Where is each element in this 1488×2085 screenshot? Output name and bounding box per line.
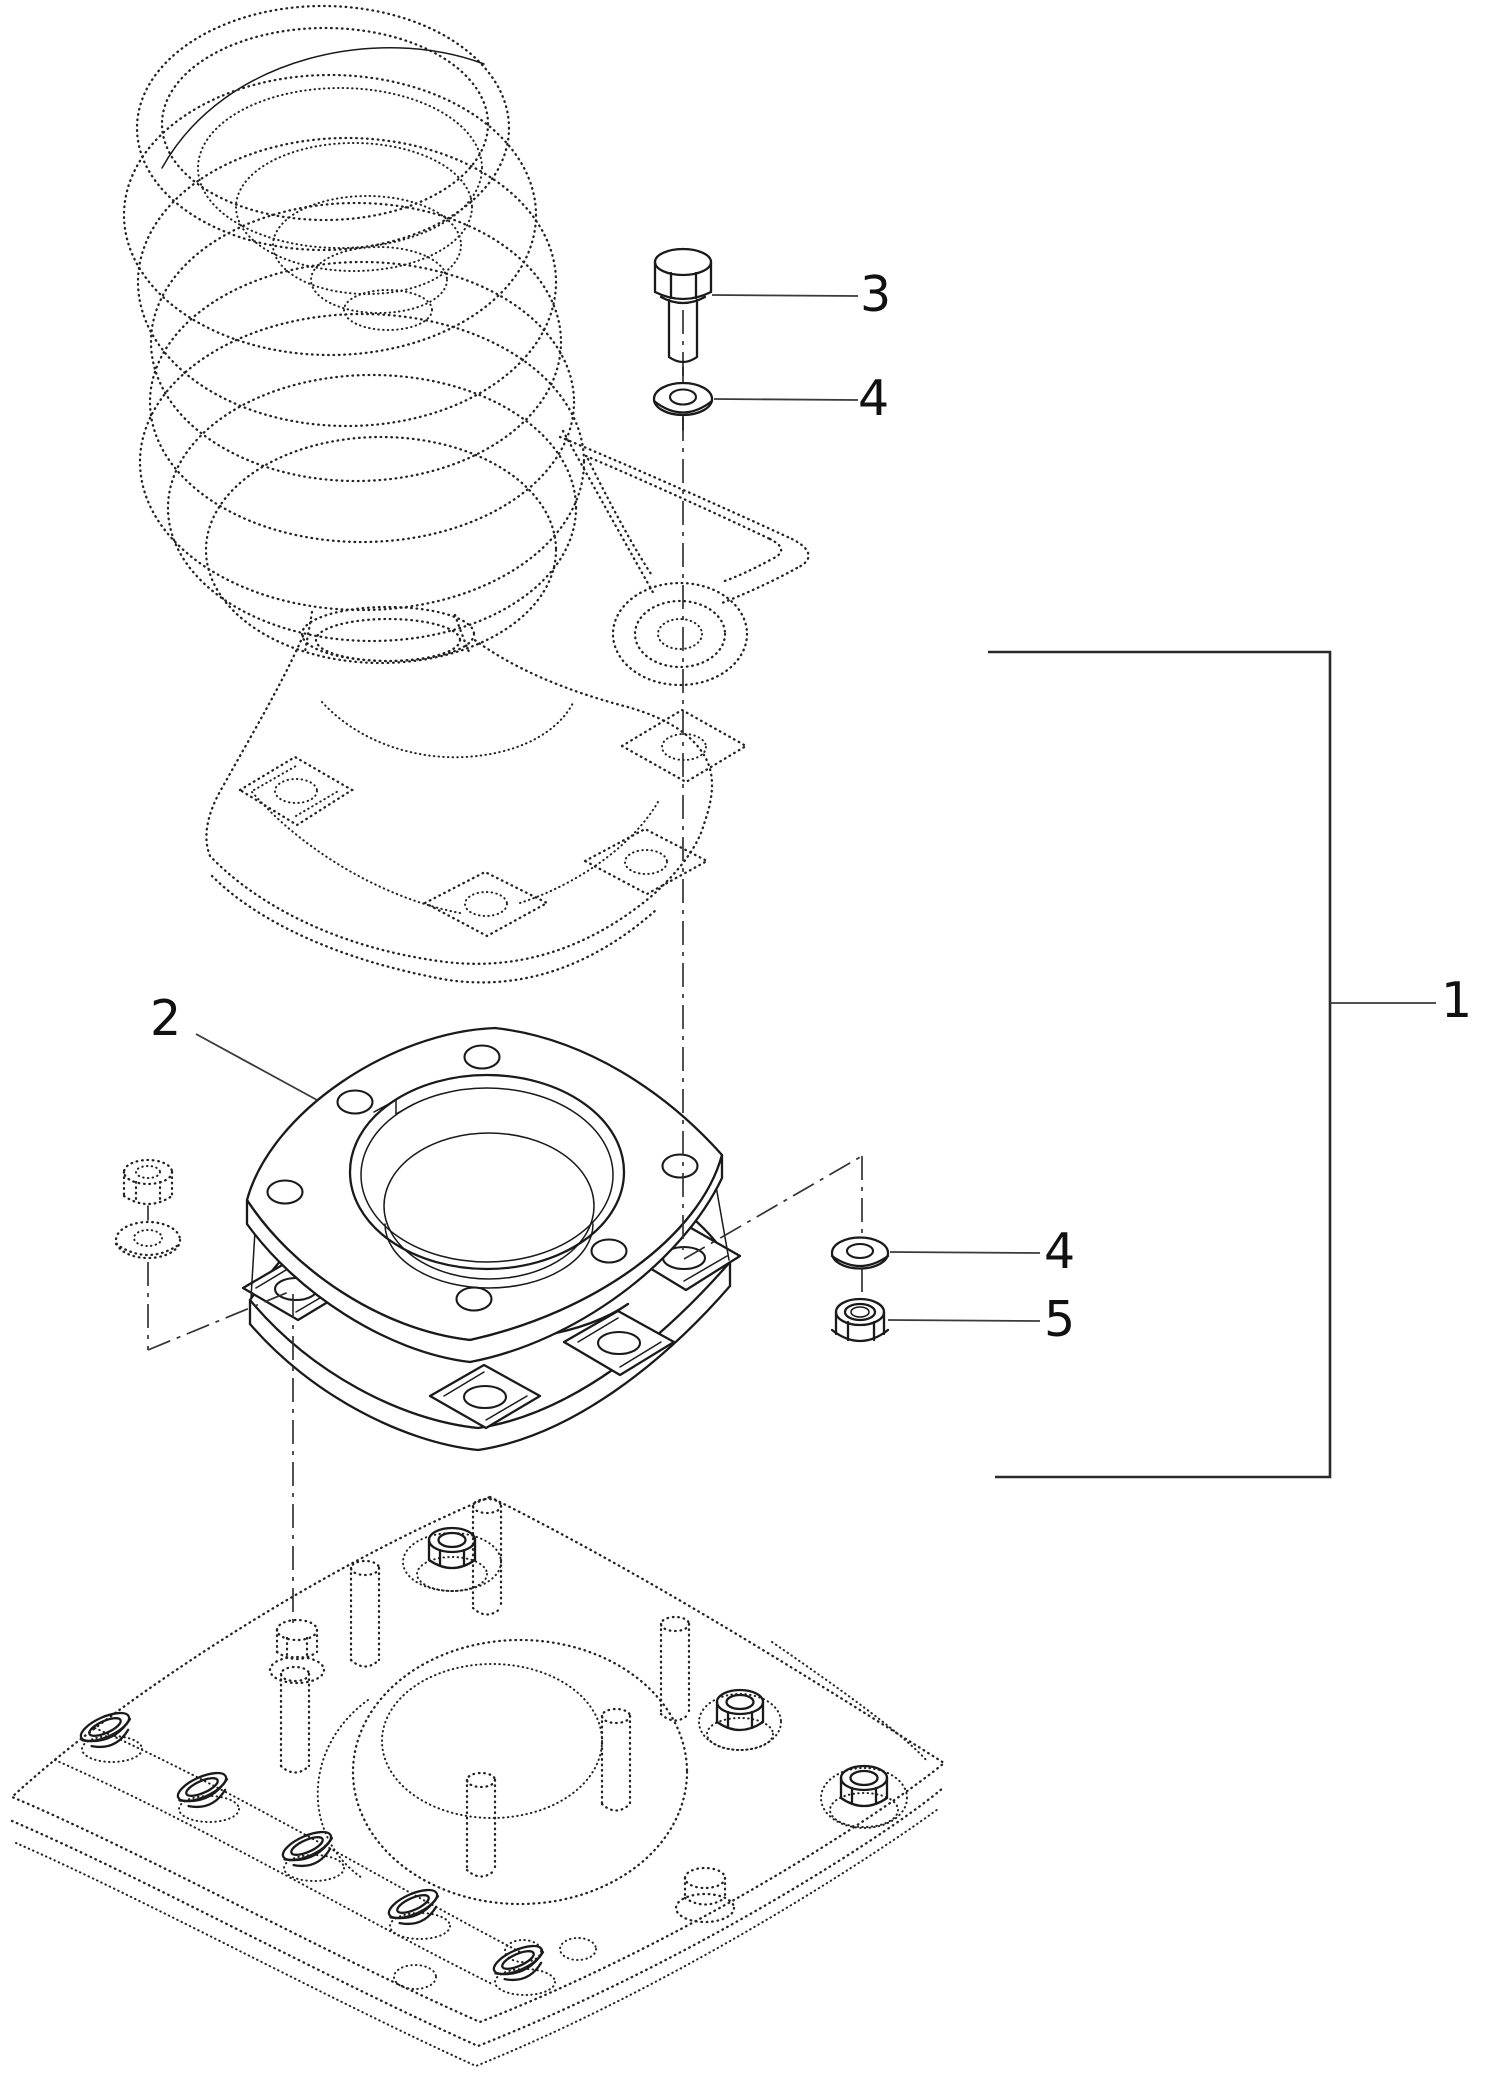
callout-4-lower-label: 4 bbox=[1044, 1223, 1076, 1280]
callout-bracket-item1 bbox=[988, 650, 1436, 1479]
washer-drawing-upper bbox=[652, 381, 714, 417]
washer-drawing-right bbox=[830, 1236, 890, 1270]
installed-flange-nut bbox=[839, 1764, 889, 1808]
stud-drawing bbox=[279, 1497, 691, 1878]
phantom-nut-washer-stack bbox=[114, 1158, 182, 1260]
base-plate-outline bbox=[9, 1495, 946, 2068]
leader-lines bbox=[195, 294, 1041, 1322]
callout-3-label: 3 bbox=[860, 266, 892, 323]
callout-5-label: 5 bbox=[1044, 1291, 1076, 1348]
callout-4-upper-label: 4 bbox=[858, 370, 890, 427]
callout-2-label: 2 bbox=[150, 990, 182, 1047]
phantom-nut-drawing bbox=[674, 1866, 736, 1924]
callout-1-label: 1 bbox=[1441, 972, 1473, 1029]
rammer-foot-casting-outline bbox=[205, 605, 749, 984]
installed-flange-nut bbox=[427, 1526, 477, 1570]
edge-bolt-head bbox=[79, 1711, 556, 1996]
installed-flange-nut bbox=[715, 1688, 765, 1732]
adapter-flange-drawing bbox=[241, 1026, 742, 1452]
center-lines bbox=[147, 310, 863, 1626]
bellows-outline bbox=[122, 4, 586, 665]
flange-nut-drawing bbox=[830, 1297, 890, 1343]
carry-handle-outline bbox=[558, 429, 810, 687]
phantom-nut-drawing bbox=[268, 1618, 326, 1685]
